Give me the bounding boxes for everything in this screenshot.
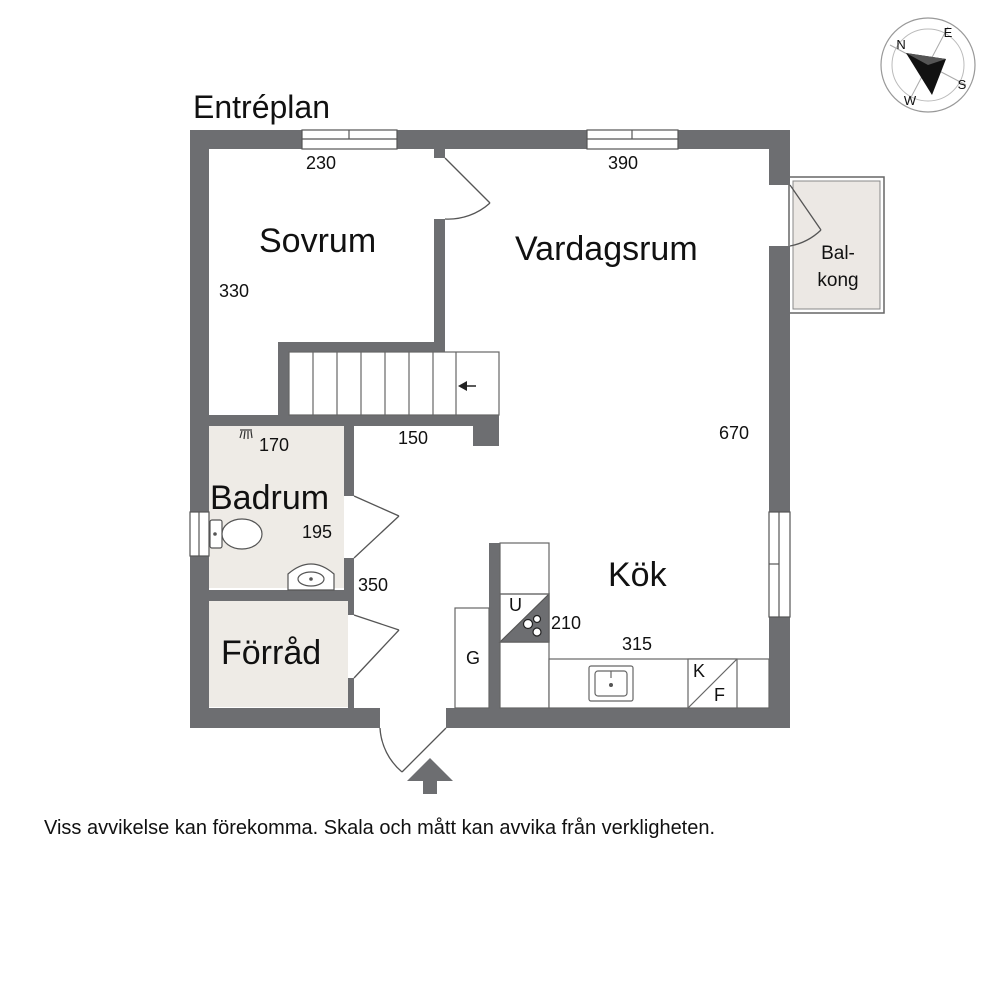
dim-badrum-depth: 195 <box>302 522 332 542</box>
dim-total-depth: 670 <box>719 423 749 443</box>
compass-east: E <box>944 25 953 40</box>
washbasin <box>287 563 335 591</box>
label-stove: U <box>509 595 522 615</box>
entrance-arrow-icon <box>407 758 453 794</box>
balcony <box>788 176 885 314</box>
dim-hall-depth: 350 <box>358 575 388 595</box>
disclaimer-text: Viss avvikelse kan förekomma. Skala och … <box>44 817 715 839</box>
room-label-balkong-line2: kong <box>817 270 858 291</box>
compass: N E S W <box>880 17 976 113</box>
window-vardagsrum <box>586 129 679 150</box>
room-label-vardagsrum: Vardagsrum <box>515 230 698 268</box>
sink <box>588 665 634 702</box>
dim-kok-depth: 210 <box>551 613 581 633</box>
walls <box>190 130 790 728</box>
dim-badrum-width: 170 <box>259 435 289 455</box>
door-forrad <box>353 614 400 679</box>
window-badrum <box>189 511 210 557</box>
room-label-badrum: Badrum <box>210 479 329 517</box>
label-refrigerator: K <box>693 661 705 681</box>
door-balkong <box>789 184 822 247</box>
compass-south: S <box>958 77 967 92</box>
badrum-floor <box>208 426 344 588</box>
stove-outline <box>499 593 550 643</box>
room-label-kok: Kök <box>608 556 668 594</box>
fridge-freezer <box>687 658 738 709</box>
hob-ring <box>532 627 542 637</box>
window-sovrum <box>301 129 398 150</box>
dim-sovrum-depth: 330 <box>219 281 249 301</box>
toilet <box>209 518 263 550</box>
kitchen <box>454 542 770 709</box>
wardrobe <box>454 607 490 709</box>
compass-west: W <box>904 93 917 108</box>
door-sovrum <box>444 157 491 220</box>
hob-ring <box>522 618 534 630</box>
dim-kok-width: 315 <box>622 634 652 654</box>
shower-icon <box>239 429 253 440</box>
door-entre <box>379 727 447 773</box>
label-freezer: F <box>714 685 725 705</box>
dim-sovrum-width: 230 <box>306 153 336 173</box>
hob-ring <box>532 614 542 624</box>
window-kok <box>768 511 791 618</box>
room-label-sovrum: Sovrum <box>259 222 376 260</box>
dim-hall-width: 150 <box>398 428 428 448</box>
room-label-balkong-line1: Bal- <box>821 243 855 264</box>
windows <box>189 129 791 618</box>
compass-north: N <box>896 37 905 52</box>
doors <box>353 157 822 773</box>
room-label-forrad: Förråd <box>221 634 321 672</box>
plan-title: Entréplan <box>193 89 330 125</box>
door-badrum <box>353 495 400 559</box>
label-wardrobe: G <box>466 648 480 668</box>
forrad-floor <box>208 601 348 707</box>
compass-needle-icon <box>906 53 946 95</box>
stairs <box>288 351 500 416</box>
dim-vardagsrum-width: 390 <box>608 153 638 173</box>
bathroom-fixtures <box>209 429 335 591</box>
